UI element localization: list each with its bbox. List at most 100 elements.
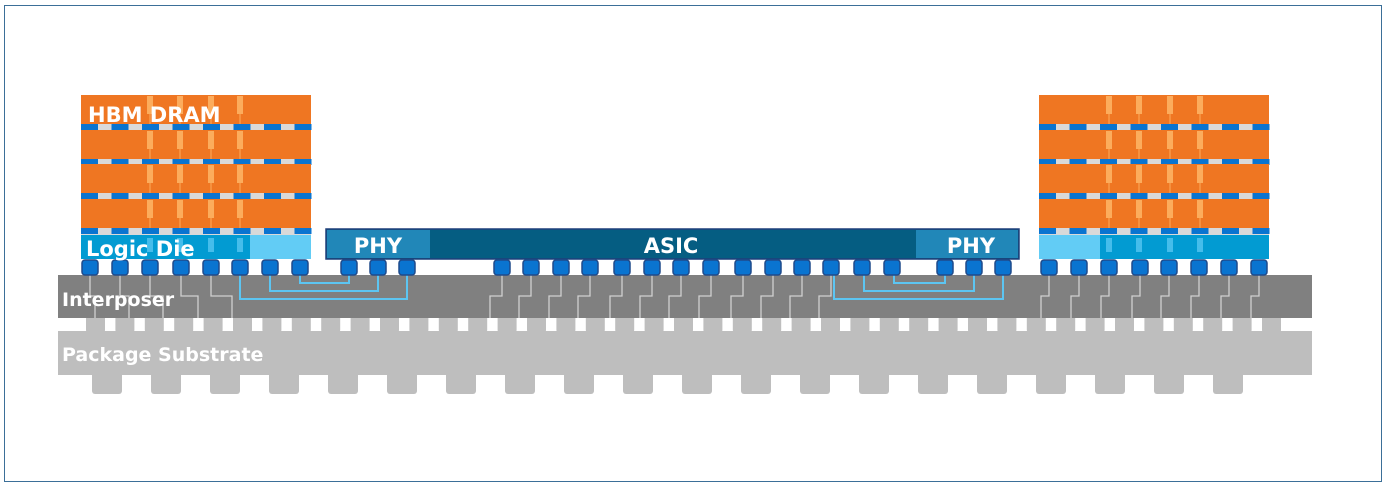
dram-layer [1039, 164, 1269, 193]
c4-bump [233, 316, 252, 332]
tsv [147, 200, 153, 218]
package-substrate [58, 316, 1312, 394]
tsv [208, 165, 214, 183]
c4-bump [438, 316, 458, 332]
c4-bump [585, 316, 605, 332]
substrate-body [58, 331, 1312, 375]
c4-bump [203, 316, 223, 332]
dram-microbump [203, 159, 220, 165]
micro-bump [643, 259, 661, 276]
c4-bump [938, 316, 958, 332]
logic-die-label: Logic Die [86, 237, 195, 261]
c4-bump [497, 316, 517, 332]
dram-microbump [1039, 124, 1056, 130]
bga-ball [1036, 372, 1066, 394]
dram-microbump [172, 124, 190, 130]
dram-microbump [1100, 193, 1117, 199]
package-substrate-label: Package Substrate [62, 344, 263, 366]
diagram-frame [4, 5, 1382, 482]
micro-bump [111, 259, 129, 276]
tsv [1167, 96, 1173, 114]
logic-die [1100, 235, 1269, 259]
tsv [177, 131, 183, 149]
c4-bump [1203, 316, 1223, 332]
fanout-trace [1131, 275, 1141, 318]
dram-microbump [1039, 193, 1056, 199]
dram-microbump [1100, 228, 1117, 234]
micro-bump [1220, 259, 1238, 276]
asic-die [325, 228, 1020, 276]
dram-microbump [1161, 124, 1178, 130]
micro-bump [672, 259, 690, 276]
dram-microbump [111, 228, 129, 234]
tsv [1136, 165, 1142, 183]
logic-tsv [1106, 238, 1112, 252]
c4-bump [1056, 316, 1076, 332]
dram-microbump [1130, 124, 1148, 130]
micro-bump [1250, 259, 1268, 276]
die-to-die-wire [239, 275, 408, 300]
micro-bump [1131, 259, 1149, 276]
dram-microbump [1039, 159, 1056, 165]
fanout-trace [518, 275, 532, 318]
phy-left [327, 230, 430, 258]
dram-microbump [142, 124, 159, 130]
c4-bump [350, 316, 370, 332]
dram-microbump [1252, 159, 1270, 165]
dram-microbump [142, 193, 159, 199]
micro-bump [141, 259, 159, 276]
c4-bump [762, 316, 782, 332]
dram-microbump [1069, 159, 1087, 165]
c4-bump [262, 316, 282, 332]
dram-microbump [1191, 124, 1209, 130]
asic-label: ASIC [644, 234, 699, 258]
dram-microbump [172, 228, 190, 234]
fanout-trace [119, 275, 130, 318]
dram-microbump [172, 159, 190, 165]
fanout-trace [89, 275, 96, 318]
dram-layer [1039, 199, 1269, 228]
micro-bump [172, 259, 190, 276]
fanout-trace [730, 275, 744, 318]
c4-bump [1085, 316, 1105, 332]
bga-ball [1213, 372, 1243, 394]
dram-microbump [111, 159, 129, 165]
labels: HBM DRAM Logic Die PHY ASIC PHY Interpos… [62, 103, 996, 366]
phy-right-label: PHY [947, 234, 996, 258]
dram-microbump [1161, 193, 1178, 199]
micro-bump [883, 259, 901, 276]
micro-bump [1040, 259, 1058, 276]
die-to-die-wire [269, 275, 379, 292]
dram-microbump [233, 228, 251, 234]
bga-ball [918, 372, 948, 394]
tsv [208, 200, 214, 218]
dram-microbump [203, 228, 220, 234]
dram-microbump [111, 124, 129, 130]
bga-ball [151, 372, 181, 394]
fanout-trace [149, 275, 164, 318]
fanout-trace [1160, 275, 1170, 318]
hbm-stack-right [1039, 95, 1270, 276]
logic-tsv [1136, 238, 1142, 252]
micro-bump [291, 259, 309, 276]
logic-tsv [1197, 238, 1203, 252]
dram-microbump [172, 193, 190, 199]
bga-ball [505, 372, 535, 394]
interposer-body [58, 275, 1312, 318]
c4-bump [321, 316, 341, 332]
dram-microbump [81, 228, 98, 234]
c4-bump [527, 316, 546, 332]
tsv [1136, 96, 1142, 114]
tsv [1167, 200, 1173, 218]
tsv [1136, 131, 1142, 149]
tsv [1167, 165, 1173, 183]
micro-bump [853, 259, 871, 276]
bga-ball [328, 372, 358, 394]
die-to-die-wire [299, 275, 350, 284]
c4-bump [909, 316, 929, 332]
c4-bump [291, 316, 311, 332]
dram-microbump [294, 228, 312, 234]
bga-ball [859, 372, 889, 394]
micro-bump [552, 259, 570, 276]
